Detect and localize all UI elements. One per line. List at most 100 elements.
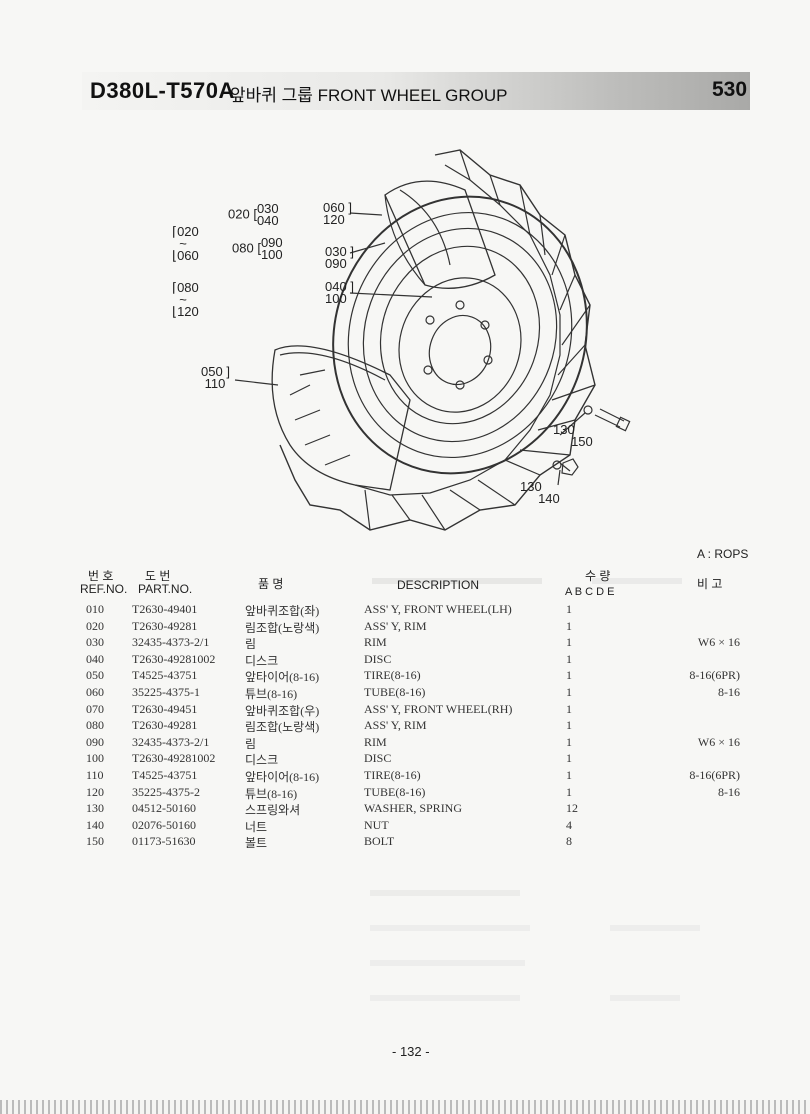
cell-part-no: T2630-49401 [132,602,198,616]
cell-ref-no: 130 [86,801,104,816]
cell-description: TIRE(8-16) [364,768,421,782]
cell-quantity: 1 [566,768,572,782]
cell-remark: W6 × 16 [697,734,740,749]
cell-part-name-ko: 앞타이어(8-16) [245,670,320,685]
cell-quantity: 1 [566,651,572,666]
rops-note: A : ROPS [697,547,749,561]
cell-part-name-ko: 디스크 [245,653,279,668]
cell-part-name-ko: 볼트 [245,836,268,851]
callout-130-150: 130 150 [553,422,593,449]
cell-remark: 8-16(6PR) [689,768,740,782]
cell-ref-no: 110 [86,768,104,782]
cell-quantity: 1 [566,635,572,650]
cell-part-name-ko: 앞바퀴조합(좌) [245,604,320,618]
cell-description: ASS' Y, FRONT WHEEL(LH) [364,602,512,616]
cell-remark: 8-16(6PR) [689,668,740,683]
cell-description: WASHER, SPRING [364,801,463,816]
header-part-ko: 도 번 [145,569,171,583]
cell-part-no: 02076-50160 [132,817,196,832]
cell-quantity: 1 [566,701,572,716]
cell-ref-no: 140 [86,817,104,832]
cell-description: ASS' Y, RIM [364,618,427,633]
model-title: D380L-T570A [90,78,235,103]
cell-part-no: 32435-4373-2/1 [132,635,210,650]
cell-quantity: 1 [566,668,572,683]
wheel-exploded-diagram [234,149,631,531]
cell-description: RIM [364,635,387,650]
cell-ref-no: 060 [86,685,104,699]
cell-remark: 8-16 [718,784,740,799]
cell-part-name-ko: 림조합(노랑색) [245,720,320,735]
cell-description: ASS' Y, FRONT WHEEL(RH) [364,701,513,716]
cell-quantity: 1 [566,618,572,633]
cell-ref-no: 100 [86,751,104,766]
cell-quantity: 1 [566,685,572,699]
cell-quantity: 1 [566,718,572,733]
callout-050-110: 050 ] 110 [201,364,230,391]
header-ref-en: REF.NO. [80,582,128,596]
cell-part-name-ko: 디스크 [245,753,279,768]
cell-ref-no: 120 [86,784,104,799]
callout-040-100: 040 ]100 [325,279,354,306]
cell-quantity: 12 [566,801,578,816]
cell-part-no: T2630-49281002 [132,751,216,766]
group-title: 앞바퀴 그룹 FRONT WHEEL GROUP [230,86,508,105]
cell-description: RIM [364,734,387,749]
cell-part-no: T4525-43751 [132,668,198,683]
cell-quantity: 4 [566,817,572,832]
group-code: 530 [712,78,748,101]
callout-080-120: ⌈080 ~⌊120 [172,280,199,319]
callout-130-140: 130 140 [520,479,560,506]
cell-quantity: 1 [566,734,572,749]
cell-ref-no: 150 [86,834,104,849]
cell-part-name-ko: 스프링와셔 [245,803,301,818]
cell-description: TIRE(8-16) [364,668,421,683]
cell-ref-no: 020 [86,618,104,633]
cell-part-no: 04512-50160 [132,801,196,816]
cell-part-name-ko: 앞바퀴조합(우) [245,703,320,718]
cell-part-no: T2630-49451 [132,701,198,716]
cell-ref-no: 030 [86,635,104,650]
page-number: - 132 - [392,1044,430,1059]
cell-part-no: T2630-49281 [132,618,198,633]
cell-part-no: T2630-49281 [132,718,198,733]
cell-description: DISC [364,651,392,666]
cell-description: DISC [364,751,392,766]
cell-description: ASS' Y, RIM [364,718,427,733]
cell-part-name-ko: 튜브(8-16) [245,687,298,701]
cell-description: TUBE(8-16) [364,784,426,799]
cell-ref-no: 090 [86,734,104,749]
cell-part-name-ko: 림 [245,736,257,751]
cell-ref-no: 010 [86,602,104,616]
cell-quantity: 1 [566,602,572,616]
cell-ref-no: 050 [86,668,104,683]
callout-030-090: 030 ]090 [325,244,354,271]
cell-description: BOLT [364,834,395,849]
cell-ref-no: 080 [86,718,104,733]
header-qty-cols: A B C D E [565,586,615,598]
cell-description: NUT [364,817,389,832]
cell-ref-no: 070 [86,701,104,716]
cell-part-name-ko: 튜브(8-16) [245,786,298,801]
cell-description: TUBE(8-16) [364,685,426,699]
cell-quantity: 1 [566,784,572,799]
cell-part-no: 32435-4373-2/1 [132,734,210,749]
header-description: DESCRIPTION [397,578,480,592]
cell-part-no: 01173-51630 [132,834,196,849]
cell-part-name-ko: 너트 [245,819,268,834]
callout-060-120: 060 ]120 [323,200,352,227]
header-bar [82,72,750,110]
cell-part-name-ko: 림조합(노랑색) [245,620,320,635]
cell-part-no: 35225-4375-1 [132,685,200,699]
header-name-ko: 품 명 [258,577,284,591]
cell-part-name-ko: 앞타이어(8-16) [245,770,320,784]
cell-remark: W6 × 16 [697,635,740,650]
header-qty-ko: 수 량 [585,569,611,583]
scan-edge [0,1100,810,1114]
cell-ref-no: 040 [86,651,104,666]
cell-quantity: 8 [566,834,572,849]
cell-remark: 8-16 [718,685,740,699]
header-ref-ko: 번 호 [88,569,114,583]
cell-part-no: T4525-43751 [132,768,198,782]
